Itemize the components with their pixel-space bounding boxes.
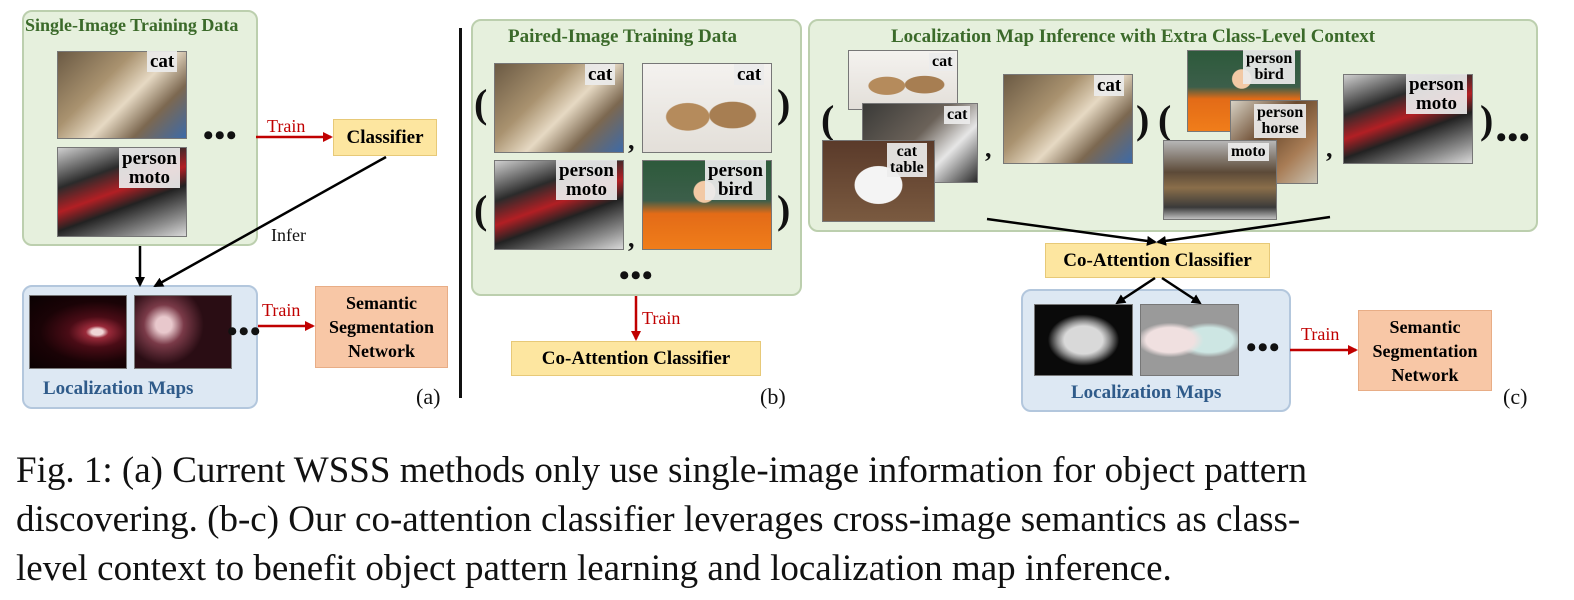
caption-line: Fig. 1: (a) Current WSSS methods only us… (16, 450, 1308, 491)
panel-label: (c) (1503, 384, 1528, 409)
cat-tag: cat (929, 53, 956, 71)
localization-map (1034, 304, 1133, 376)
merge-arrow (1156, 215, 1331, 246)
panel-label: (a) (416, 384, 441, 409)
split-arrow (1161, 276, 1202, 305)
open-paren: ( (821, 97, 835, 142)
cat-tag: cat (585, 64, 616, 85)
open-paren: ( (474, 81, 488, 126)
open-paren: ( (474, 187, 488, 232)
panel-label: (b) (760, 384, 786, 409)
semantic-segmentation-network-box: Semantic Segmentation Network (315, 286, 448, 368)
localization-maps-label: Localization Maps (1071, 382, 1222, 403)
panel-c-title: Localization Map Inference with Extra Cl… (891, 26, 1376, 47)
localization-maps-label: Localization Maps (43, 378, 194, 399)
person-moto-tag: person moto (556, 160, 617, 200)
split-arrow (1115, 276, 1156, 305)
arrows-layer (135, 132, 1358, 355)
close-paren: ) (777, 81, 791, 126)
cat-tag: cat (734, 64, 765, 85)
panel-a-title: Single-Image Training Data (25, 15, 239, 35)
ellipsis: ••• (1496, 121, 1531, 154)
motorbike-image (1163, 140, 1277, 220)
panel-b-title: Paired-Image Training Data (508, 26, 738, 47)
caption-line: discovering. (b-c) Our co-attention clas… (16, 499, 1301, 540)
semantic-segmentation-network-box: Semantic Segmentation Network (1358, 310, 1492, 391)
person-bird-tag: person bird (705, 160, 766, 200)
merge-arrow (986, 217, 1157, 246)
ellipsis: ••• (619, 259, 654, 292)
cat-tag: cat (147, 51, 178, 72)
ellipsis: ••• (1246, 331, 1281, 364)
infer-arrow (153, 155, 387, 288)
co-attention-classifier-box: Co-Attention Classifier (511, 341, 761, 376)
close-paren: ) (1480, 97, 1494, 142)
train-label: Train (1301, 324, 1340, 344)
person-bird-tag: person bird (1243, 50, 1296, 84)
comma: , (628, 224, 635, 253)
vertical-divider (459, 28, 462, 398)
person-moto-tag: person moto (119, 148, 180, 188)
person-horse-tag: person horse (1254, 104, 1307, 138)
moto-tag: moto (1228, 143, 1269, 161)
classifier-box: Classifier (333, 119, 437, 156)
train-label: Train (642, 308, 681, 328)
ellipsis: ••• (227, 315, 262, 348)
ellipsis: ••• (203, 119, 238, 152)
cat-tag: cat (1094, 75, 1125, 96)
close-paren: ) (1136, 97, 1150, 142)
co-attention-classifier-box: Co-Attention Classifier (1045, 243, 1270, 278)
train-label: Train (262, 300, 301, 320)
person-moto-tag: person moto (1406, 74, 1467, 114)
infer-label: Infer (271, 225, 306, 245)
localization-map (1140, 304, 1239, 376)
cat-tag: cat (944, 106, 971, 124)
comma: , (1326, 134, 1333, 163)
open-paren: ( (1158, 97, 1172, 142)
comma: , (985, 134, 992, 163)
localization-map (134, 295, 232, 369)
figure-caption: Fig. 1: (a) Current WSSS methods only us… (16, 446, 1566, 593)
caption-line: level context to benefit object pattern … (16, 548, 1172, 589)
cat-table-tag: cat table (887, 143, 927, 177)
close-paren: ) (777, 187, 791, 232)
localization-map (29, 295, 127, 369)
comma: , (628, 126, 635, 155)
train-label: Train (267, 116, 306, 136)
